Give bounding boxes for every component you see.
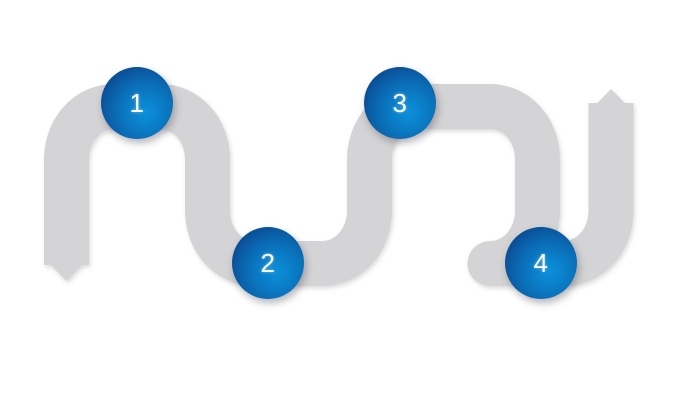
step-node-3[interactable]: 3 bbox=[364, 67, 436, 139]
step-label-1: 1 bbox=[129, 88, 145, 118]
ribbon-end-arrow-cap bbox=[588, 89, 634, 112]
ribbon-start-arrow-cap bbox=[44, 258, 89, 281]
step-label-4: 4 bbox=[533, 248, 549, 278]
step-label-2: 2 bbox=[260, 248, 276, 278]
step-node-2[interactable]: 2 bbox=[232, 227, 304, 299]
step-label-3: 3 bbox=[392, 88, 408, 118]
step-node-4[interactable]: 4 bbox=[505, 227, 577, 299]
sphere-gradient-1 bbox=[101, 67, 173, 139]
sphere-gradient-2 bbox=[232, 227, 304, 299]
sphere-gradient-4 bbox=[505, 227, 577, 299]
step-node-1[interactable]: 1 bbox=[101, 67, 173, 139]
sphere-gradient-3 bbox=[364, 67, 436, 139]
